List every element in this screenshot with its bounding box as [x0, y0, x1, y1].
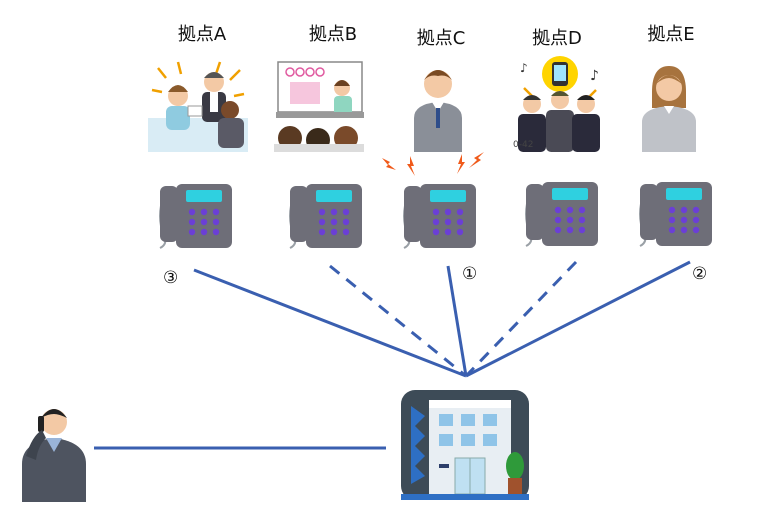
site-a-scene — [148, 61, 248, 152]
phone-a-icon[interactable] — [154, 180, 236, 252]
line-site-a — [193, 268, 467, 378]
line-site-c — [446, 265, 468, 377]
line-site-d — [464, 260, 578, 378]
site-d-scene: ♪ ♪ — [518, 56, 600, 152]
site-label-d: 拠点D — [532, 28, 582, 49]
site-d-small-text: 0-42 — [513, 140, 534, 150]
site-label-a: 拠点A — [177, 24, 227, 45]
site-label-c: 拠点C — [416, 28, 466, 49]
svg-text:♪: ♪ — [590, 68, 599, 84]
site-c-scene — [414, 70, 462, 152]
office-building-icon — [401, 390, 529, 500]
phone-d-icon[interactable] — [520, 178, 602, 250]
marker-first: ① — [462, 264, 478, 284]
marker-second: ② — [692, 264, 708, 284]
phone-e-icon[interactable] — [634, 178, 716, 250]
line-site-e — [465, 260, 691, 378]
site-b-scene — [274, 61, 364, 152]
svg-text:♪: ♪ — [520, 61, 528, 75]
site-label-b: 拠点B — [308, 24, 358, 45]
marker-third: ③ — [163, 268, 179, 288]
phone-c-icon[interactable] — [398, 180, 480, 252]
caller-person-icon — [22, 409, 86, 502]
site-e-scene — [642, 66, 696, 152]
ringing-marks-icon — [382, 152, 484, 176]
site-label-e: 拠点E — [647, 24, 695, 45]
line-site-b — [329, 264, 467, 378]
phone-b-icon[interactable] — [284, 180, 366, 252]
